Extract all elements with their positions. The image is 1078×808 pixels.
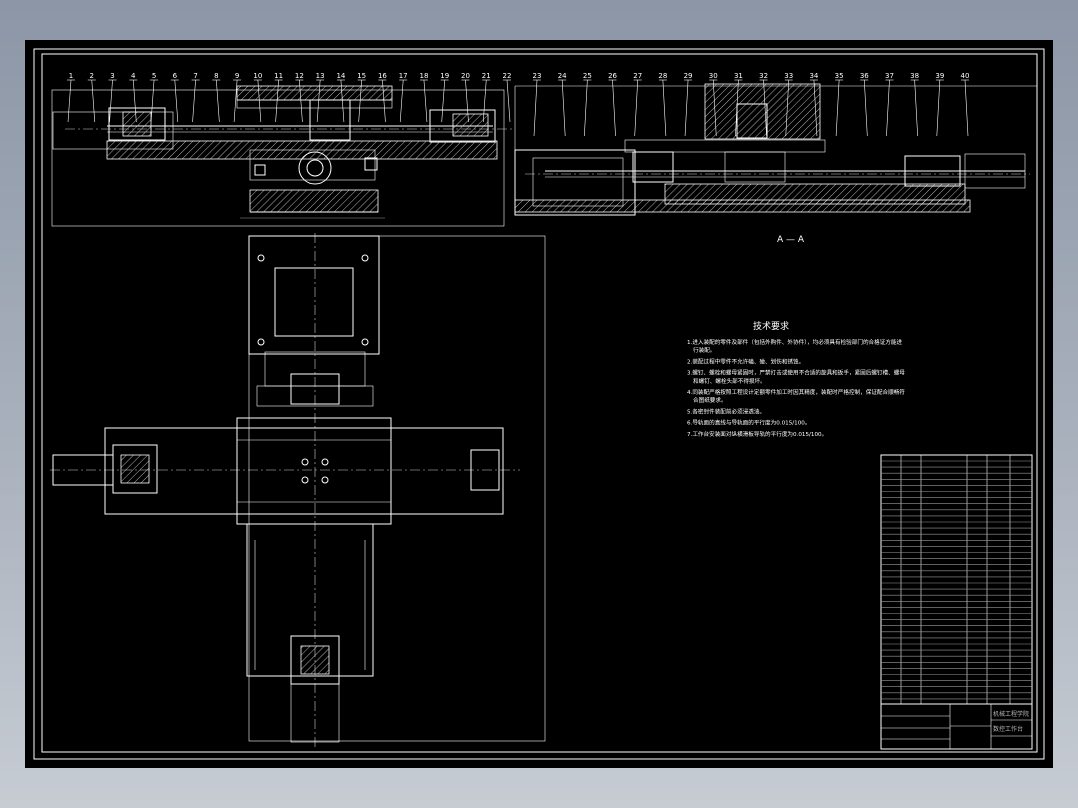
tech-requirement-line: 3.螺钉、螺栓和螺母紧固时，严禁打击或使用不合适的旋具和扳手，紧固后螺钉槽、螺母 — [687, 369, 905, 377]
part-label: 20 — [461, 72, 470, 80]
part-label: 37 — [885, 72, 894, 80]
part-label: 39 — [935, 72, 944, 80]
tech-requirements-list: 1.进入装配的零件及部件（包括外购件、外协件），均必须具有检验部门的合格证方能进… — [687, 338, 905, 438]
part-label: 16 — [378, 72, 387, 80]
tech-requirement-line: 和螺钉、螺栓头部不得损坏。 — [693, 377, 766, 385]
part-label: 24 — [558, 72, 567, 80]
part-label: 27 — [633, 72, 642, 80]
part-label: 31 — [734, 72, 743, 80]
part-label: 21 — [482, 72, 491, 80]
part-label: 9 — [235, 72, 239, 80]
part-label: 3 — [110, 72, 114, 80]
part-label: 19 — [440, 72, 449, 80]
tech-requirement-line: 2.装配过程中零件不允许磕、碰、划伤和锈蚀。 — [687, 357, 804, 365]
tech-requirement-line: 5.各密封件装配前必须浸透油。 — [687, 407, 765, 415]
part-label: 17 — [399, 72, 408, 80]
top-left-section-view — [51, 85, 515, 227]
part-label: 30 — [709, 72, 718, 80]
part-label: 32 — [759, 72, 768, 80]
part-label: 28 — [658, 72, 667, 80]
part-label: 34 — [809, 72, 818, 80]
part-label: 15 — [357, 72, 366, 80]
tech-requirement-line: 6.导轨面的直线与导轨面的平行度为0.015/100。 — [687, 419, 810, 427]
part-label: 7 — [193, 72, 197, 80]
part-label: 25 — [583, 72, 592, 80]
tech-requirement-line: 合图纸要求。 — [693, 396, 727, 404]
part-label: 29 — [684, 72, 693, 80]
part-label: 14 — [336, 72, 345, 80]
tech-requirements: 技术要求 1.进入装配的零件及部件（包括外购件、外协件），均必须具有检验部门的合… — [687, 320, 905, 438]
part-label: 1 — [69, 72, 73, 80]
tech-requirement-line: 行装配。 — [693, 346, 715, 354]
part-label: 12 — [295, 72, 304, 80]
part-label: 2 — [90, 72, 94, 80]
tech-requirement-line: 4.同装配严格按照工程设计定额零件加工时因其精度，装配时严格控制，保证配合顺畅符 — [687, 388, 905, 396]
part-label: 35 — [835, 72, 844, 80]
section-label: A — A — [777, 235, 805, 245]
part-label: 22 — [503, 72, 512, 80]
part-label: 23 — [533, 72, 542, 80]
part-label: 13 — [316, 72, 325, 80]
part-label: 8 — [214, 72, 218, 80]
parts-list-table — [880, 454, 1033, 750]
tech-requirement-line: 7.工作台安装面对纵横滑板导轨的平行度为0.015/100。 — [687, 430, 827, 438]
part-label: 6 — [173, 72, 178, 80]
tech-requirements-title: 技术要求 — [753, 320, 789, 332]
part-label: 11 — [274, 72, 283, 80]
title-block-drawing-name: 数控工作台 — [993, 725, 1023, 733]
title-block: 机械工程学院 数控工作台 — [881, 703, 1032, 749]
plan-view — [50, 233, 546, 750]
part-label: 36 — [860, 72, 869, 80]
title-block-school: 机械工程学院 — [993, 710, 1029, 718]
outer-border — [33, 48, 1045, 760]
tech-requirement-line: 1.进入装配的零件及部件（包括外购件、外协件），均必须具有检验部门的合格证方能进 — [687, 338, 903, 346]
part-label: 5 — [152, 72, 156, 80]
top-right-section-view — [514, 83, 1037, 216]
part-label: 40 — [961, 72, 970, 80]
part-labels-right: 23 24 25 26 27 28 29 30 31 32 33 34 35 36 37 38 39 40 — [533, 72, 970, 137]
part-label: 10 — [253, 72, 262, 80]
part-label: 26 — [608, 72, 617, 80]
part-label: 38 — [910, 72, 919, 80]
part-label: 4 — [131, 72, 136, 80]
part-label: 33 — [784, 72, 793, 80]
part-label: 18 — [419, 72, 428, 80]
inner-border — [41, 53, 1038, 753]
